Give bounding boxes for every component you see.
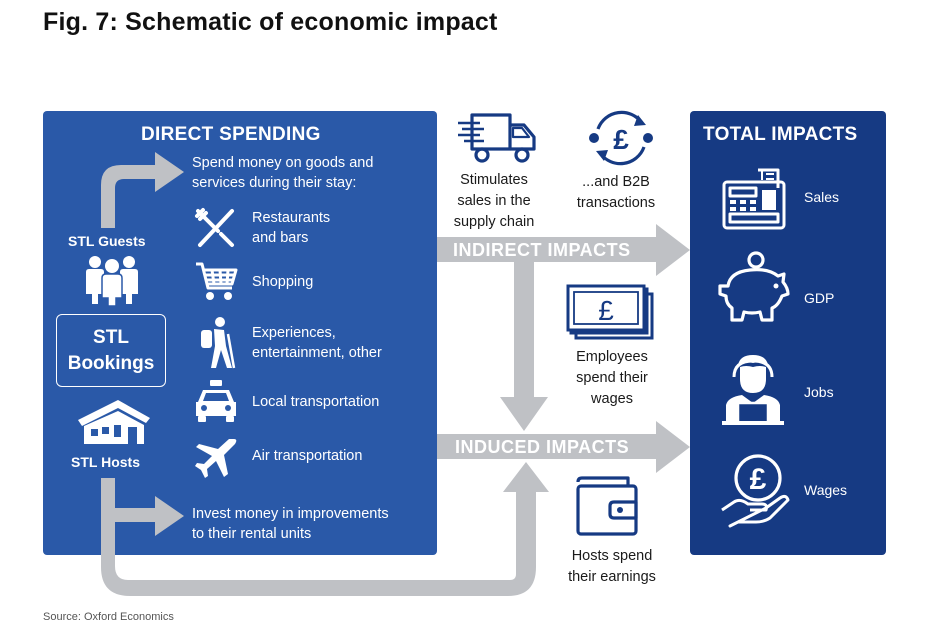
- total-impacts-title: TOTAL IMPACTS: [703, 124, 858, 145]
- local-transport-label: Local transportation: [252, 394, 380, 410]
- experiences-line1: Experiences,: [252, 325, 336, 341]
- pound-hand-icon: £: [721, 454, 790, 528]
- piggy-bank-icon: [718, 251, 790, 322]
- supply-chain-line1: Stimulates: [460, 172, 528, 188]
- stl-bookings-box: STL Bookings: [56, 314, 166, 387]
- b2b-line1: ...and B2B: [582, 174, 650, 190]
- svg-text:£: £: [613, 124, 629, 155]
- invest-line2: to their rental units: [192, 526, 312, 542]
- invest-line1: Invest money in improvements: [192, 506, 389, 522]
- hosts-spend-line1: Hosts spend: [571, 548, 653, 564]
- b2b-line2: transactions: [576, 195, 656, 211]
- indirect-to-induced-arrow: [500, 262, 548, 431]
- airplane-icon: [195, 439, 237, 478]
- stl-guests-label: STL Guests: [68, 233, 146, 249]
- shopping-label: Shopping: [252, 274, 314, 290]
- svg-text:£: £: [750, 463, 767, 496]
- hosts-earnings-arrow: [101, 462, 549, 596]
- induced-impacts-arrow: [437, 421, 690, 473]
- induced-impacts-label: INDUCED IMPACTS: [455, 437, 630, 457]
- taxi-icon: [196, 380, 236, 422]
- spend-money-line2: services during their stay:: [192, 175, 357, 191]
- sales-label: Sales: [804, 189, 840, 205]
- restaurants-line2: and bars: [252, 230, 309, 246]
- truck-icon: [458, 113, 536, 163]
- house-icon: [78, 400, 150, 444]
- stl-bookings-line2: Bookings: [67, 353, 155, 374]
- cash-register-icon: [722, 168, 786, 230]
- indirect-impacts-arrow: [437, 224, 690, 276]
- experiences-line2: entertainment, other: [252, 345, 382, 361]
- shopping-cart-icon: [196, 262, 238, 300]
- pound-exchange-icon: £: [589, 110, 653, 166]
- gdp-label: GDP: [804, 290, 835, 306]
- supply-chain-line3: supply chain: [453, 214, 535, 230]
- fork-knife-icon: [195, 208, 234, 247]
- wages-label: Wages: [804, 482, 848, 498]
- spend-money-line1: Spend money on goods and: [192, 155, 374, 171]
- jobs-label: Jobs: [804, 384, 834, 400]
- employees-line3: wages: [591, 391, 633, 407]
- figure-title: Fig. 7: Schematic of economic impact: [43, 8, 498, 36]
- stl-bookings-line1: STL: [93, 327, 129, 348]
- hosts-spend-line2: their earnings: [568, 569, 656, 585]
- restaurants-line1: Restaurants: [252, 210, 331, 226]
- guests-arrow: [101, 152, 184, 228]
- guests-icon: [86, 256, 138, 306]
- supply-chain-line2: sales in the: [457, 193, 531, 209]
- hosts-invest-arrow: [101, 478, 184, 536]
- employees-line2: spend their: [576, 370, 648, 386]
- air-transport-label: Air transportation: [252, 448, 363, 464]
- svg-text:£: £: [598, 295, 614, 326]
- direct-spending-title: DIRECT SPENDING: [141, 124, 321, 145]
- worker-icon: [722, 355, 784, 425]
- employees-line1: Employees: [576, 349, 648, 365]
- stl-hosts-label: STL Hosts: [71, 454, 140, 470]
- wallet-icon: [576, 476, 638, 536]
- source-note: Source: Oxford Economics: [43, 611, 174, 623]
- banknote-icon: £: [566, 284, 654, 340]
- indirect-impacts-label: INDIRECT IMPACTS: [453, 240, 631, 260]
- hiker-icon: [201, 317, 236, 369]
